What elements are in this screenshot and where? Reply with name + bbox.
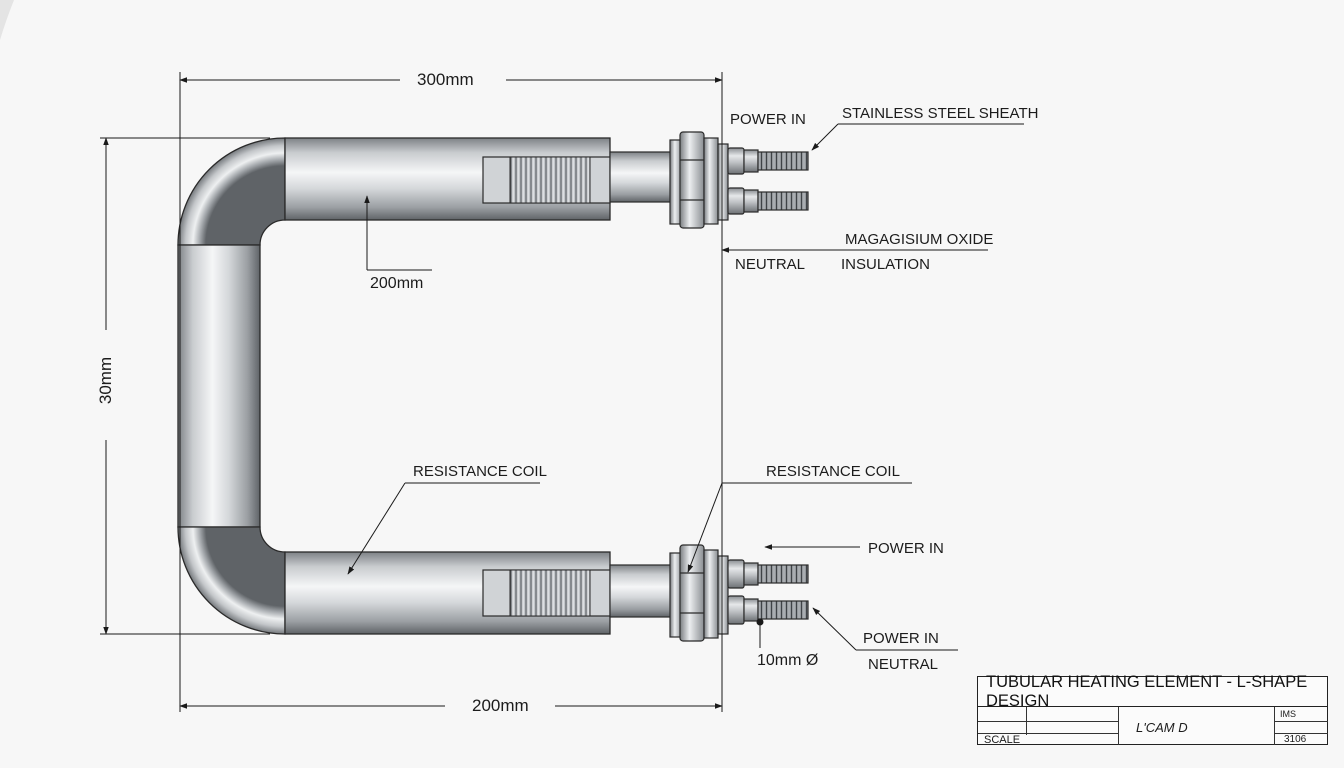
- title-block-bottom-row-right: [1274, 733, 1328, 734]
- callout-power-in-bottom-1: POWER IN: [868, 540, 944, 557]
- dim-diameter: 10mm Ø: [757, 652, 819, 669]
- title-block-drawn-by: L'CAM D: [1136, 720, 1188, 735]
- title-block-row-divider: [978, 721, 1118, 722]
- resistance-coil-top: [482, 156, 611, 204]
- title-block-col-3: [1274, 707, 1275, 745]
- title-block-col-2: [1118, 707, 1119, 745]
- dim-height: 30mm: [96, 356, 116, 405]
- callout-power-in-bottom-2: POWER IN: [863, 630, 939, 647]
- corner-shade: [0, 0, 14, 40]
- shank-bottom: [609, 564, 673, 618]
- callout-neutral-bottom: NEUTRAL: [868, 656, 939, 673]
- dim-upper-leg: 200mm: [370, 275, 424, 292]
- callout-stainless-steel-sheath: STAINLESS STEEL SHEATH: [842, 105, 1039, 122]
- leader-lines: [347, 123, 1024, 651]
- dimension-lines: [100, 72, 723, 712]
- title-block-number: 3106: [1284, 734, 1307, 745]
- callout-magnesium-oxide: MAGAGISIUM OXIDE: [845, 231, 994, 248]
- top-bend: [177, 137, 286, 246]
- terminal-assembly-top: [669, 131, 809, 229]
- callout-power-in-top: POWER IN: [730, 111, 806, 128]
- title-block-col-1: [1026, 707, 1027, 735]
- shank-top: [609, 151, 673, 203]
- resistance-coil-bottom: [482, 569, 611, 617]
- tube: [177, 137, 611, 635]
- bottom-bend: [177, 526, 286, 635]
- title-block-bottom-row: [978, 733, 1118, 734]
- title-block-rev: IMS: [1280, 709, 1297, 719]
- callout-resistance-coil-right: RESISTANCE COIL: [766, 463, 900, 480]
- dim-bottom-width: 200mm: [472, 696, 529, 715]
- callout-resistance-coil-left: RESISTANCE COIL: [413, 463, 547, 480]
- vertical-leg: [177, 244, 261, 528]
- terminal-assembly-bottom: [669, 544, 809, 642]
- callout-insulation: INSULATION: [841, 256, 930, 273]
- title-block: TUBULAR HEATING ELEMENT - L-SHAPE DESIGN…: [977, 673, 1328, 746]
- drawing-title: TUBULAR HEATING ELEMENT - L-SHAPE DESIGN: [978, 673, 1327, 710]
- title-block-scale-label: SCALE: [984, 734, 1021, 746]
- title-block-row-divider-right: [1274, 721, 1328, 722]
- dim-top-width: 300mm: [417, 70, 474, 89]
- callout-neutral-top: NEUTRAL: [735, 256, 806, 273]
